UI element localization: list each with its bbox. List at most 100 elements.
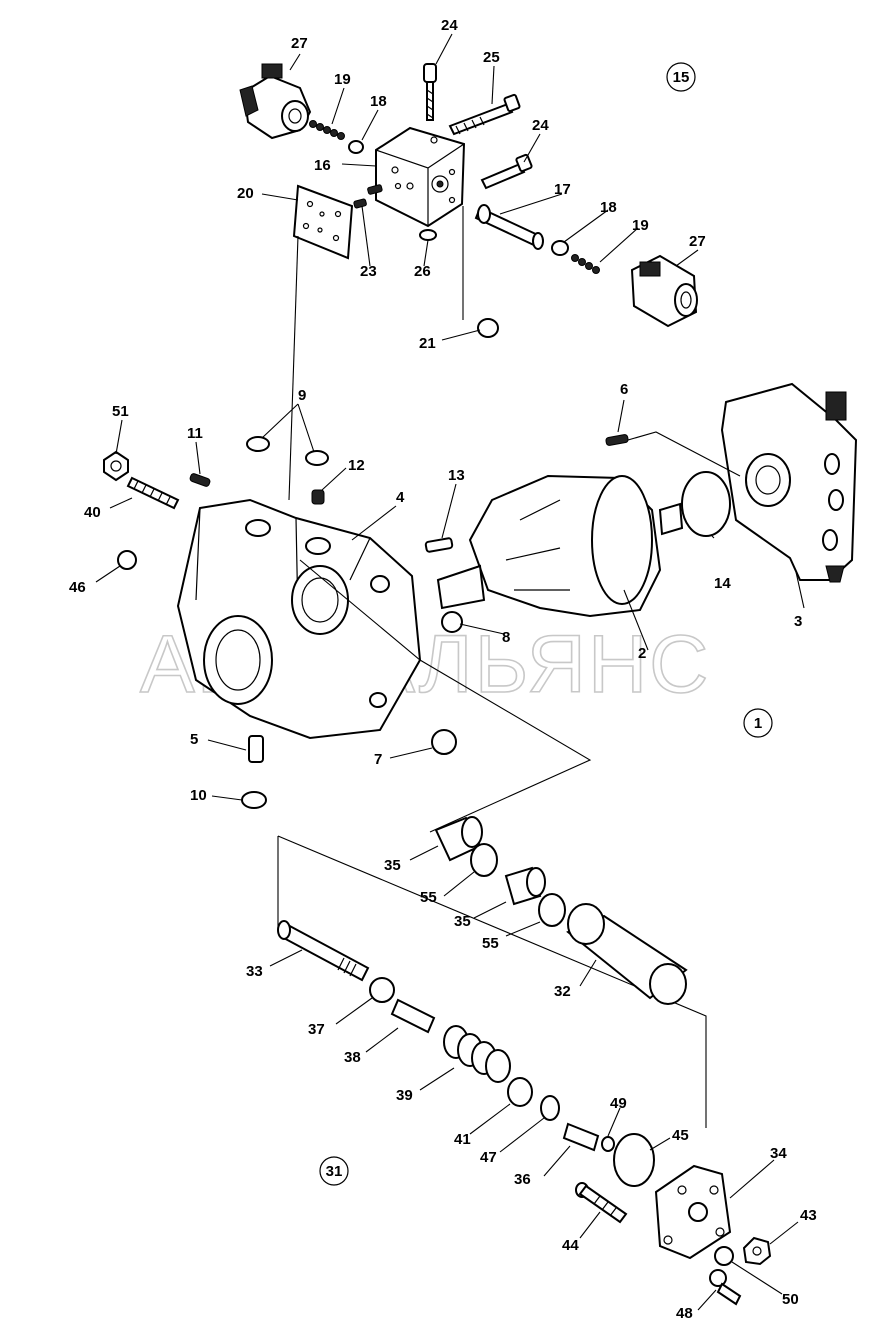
part-spring-seat-41 [507, 1077, 533, 1107]
part-set-screw-a [367, 184, 383, 195]
part-ring-47 [540, 1095, 560, 1121]
part-spring-39 [443, 1025, 511, 1083]
assembly-line [288, 235, 299, 501]
callout: 16 [314, 157, 331, 174]
callout: 18 [600, 199, 617, 216]
callout: 36 [514, 1171, 531, 1188]
callout: 24 [532, 117, 549, 134]
part-bolt-44 [575, 1182, 628, 1224]
callout: 12 [348, 457, 365, 474]
svg-text:1: 1 [754, 715, 762, 732]
assembly-line [627, 431, 741, 477]
part-pin-13 [424, 537, 454, 553]
callout: 34 [770, 1145, 787, 1162]
callout: 14 [714, 575, 731, 592]
callout: 45 [672, 1127, 689, 1144]
part-plug-12 [311, 489, 325, 505]
part-screw-right [480, 153, 533, 190]
callout: 41 [454, 1131, 471, 1148]
callout: 9 [298, 387, 306, 404]
callout: 8 [502, 629, 510, 646]
part-pump-housing [176, 498, 422, 740]
leader-lines [95, 33, 805, 1311]
callout: 37 [308, 1021, 325, 1038]
part-oring-14 [681, 471, 731, 537]
part-pin-5 [248, 735, 264, 763]
part-screw-top [423, 63, 437, 121]
part-oring-26 [419, 229, 437, 241]
callout: 26 [414, 263, 431, 280]
callout: 10 [190, 787, 207, 804]
callout: 13 [448, 467, 465, 484]
callout: 55 [482, 935, 499, 952]
part-spring-right [571, 254, 600, 274]
callout: 4 [396, 489, 405, 506]
callout: 40 [84, 504, 101, 521]
part-bushing-upper [434, 816, 483, 862]
part-solenoid-left [239, 63, 312, 140]
part-piston-rod [277, 920, 370, 982]
part-plug-7 [431, 729, 457, 755]
callout: 38 [344, 1049, 361, 1066]
part-plug-9b [305, 450, 329, 466]
callout: 47 [480, 1149, 497, 1166]
callout-labels: 27 24 25 19 18 24 16 20 17 18 19 27 23 2… [69, 17, 817, 1322]
callout: 55 [420, 889, 437, 906]
callout: 24 [441, 17, 458, 34]
part-valve-block [375, 126, 466, 228]
part-plug-21 [477, 318, 499, 338]
svg-text:15: 15 [673, 69, 690, 86]
callout: 44 [562, 1237, 579, 1254]
part-bolt-48 [709, 1269, 742, 1306]
part-regulator-cover [654, 1164, 732, 1260]
group-label-31: 31 [319, 1156, 349, 1186]
callout: 46 [69, 579, 86, 596]
part-oring-49 [601, 1136, 615, 1152]
part-sleeve-36 [562, 1122, 600, 1152]
callout: 48 [676, 1305, 693, 1322]
group-label-1: 1 [743, 708, 773, 738]
part-nut-51 [103, 450, 129, 482]
part-stud-40 [126, 476, 180, 510]
regulator-assembly [277, 816, 772, 1306]
callout: 23 [360, 263, 377, 280]
callout: 17 [554, 181, 571, 198]
callout: 27 [689, 233, 706, 250]
assembly-line [299, 559, 592, 833]
callout: 11 [187, 425, 203, 442]
part-plug-8 [441, 611, 463, 633]
part-pin-11 [189, 473, 211, 487]
callout: 35 [454, 913, 471, 930]
part-end-cover [720, 382, 858, 583]
part-collar-37 [369, 977, 395, 1003]
callout: 33 [246, 963, 263, 980]
callout: 50 [782, 1291, 799, 1308]
callout: 39 [396, 1087, 413, 1104]
part-plug-10 [241, 791, 267, 809]
part-sleeve [566, 903, 688, 1005]
group-label-15: 15 [666, 62, 696, 92]
valve-block-assembly [239, 63, 698, 501]
callout: 19 [632, 217, 649, 234]
callout: 21 [419, 335, 436, 352]
callout: 18 [370, 93, 387, 110]
callout: 7 [374, 751, 382, 768]
part-plug-46 [117, 550, 137, 570]
callout: 5 [190, 731, 198, 748]
callout: 3 [794, 613, 802, 630]
part-rotating-group [436, 474, 684, 618]
part-bushing-lower [504, 866, 546, 906]
callout: 27 [291, 35, 308, 52]
pump-assembly [103, 382, 858, 833]
callout: 35 [384, 857, 401, 874]
callout: 19 [334, 71, 351, 88]
part-oring-55a [470, 843, 498, 877]
callout: 51 [112, 403, 129, 420]
part-spring-left [309, 120, 345, 140]
part-oring-45 [613, 1133, 655, 1187]
part-spool [474, 204, 544, 250]
part-plug-left [348, 140, 364, 154]
part-set-screw-b [353, 198, 367, 209]
part-pin-6 [605, 434, 629, 446]
